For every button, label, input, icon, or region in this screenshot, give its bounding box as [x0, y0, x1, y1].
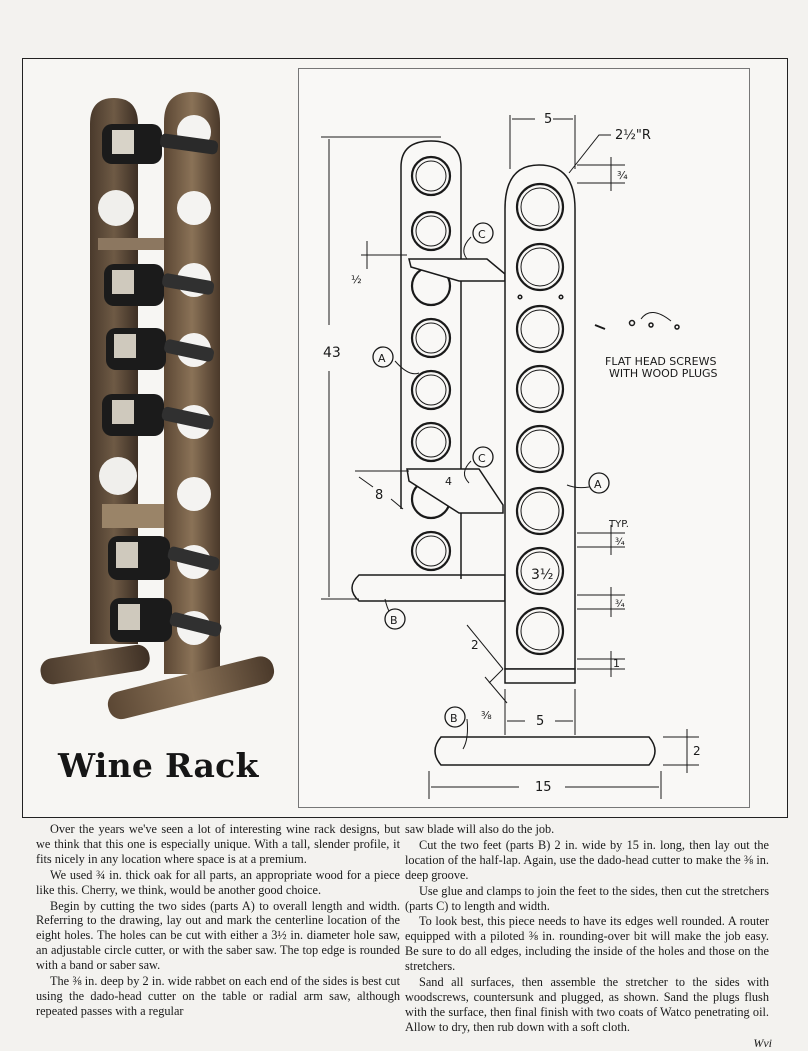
dim-stretcher-depth: 8	[375, 488, 383, 503]
callout-c-top: C	[478, 228, 486, 241]
dim-rabbet-depth: ⅜	[481, 709, 492, 722]
callout-a-front: A	[594, 478, 602, 491]
paragraph: Begin by cutting the two sides (parts A)…	[36, 898, 400, 973]
callout-a-back: A	[378, 352, 386, 365]
paragraph: Sand all surfaces, then assemble the str…	[405, 975, 769, 1034]
wine-rack-photo	[32, 84, 282, 724]
paragraph: We used ¾ in. thick oak for all parts, a…	[36, 867, 400, 897]
callout-b-front: B	[450, 712, 458, 725]
dim-rabbet-width: 2	[471, 638, 479, 652]
technical-drawing: 5 2½"R ¾ 43 ½ 8 4 3½ TYP. ¾ ¾ 1 2 ⅜ 5 15…	[298, 68, 750, 808]
dim-hole-gap-a: ¾	[615, 537, 625, 548]
dim-foot-notch: 5	[536, 714, 544, 729]
signature: Wvi	[753, 1036, 772, 1050]
dim-typ: TYP.	[608, 519, 629, 530]
paragraph: To look best, this piece needs to have i…	[405, 914, 769, 974]
note-line-1: FLAT HEAD SCREWS	[605, 355, 716, 368]
article-right-column: saw blade will also do the job. Cut the …	[405, 822, 769, 1048]
dim-height: 43	[323, 345, 341, 361]
paragraph: saw blade will also do the job.	[405, 822, 555, 836]
dim-bottom-gap: 1	[613, 657, 620, 670]
dim-foot-length: 15	[535, 780, 552, 795]
dim-hole: 3½	[531, 567, 553, 583]
dim-width: 5	[544, 112, 552, 127]
dim-top-space: ¾	[617, 169, 628, 182]
dim-foot-height: 2	[693, 744, 701, 758]
paragraph: Use glue and clamps to join the feet to …	[405, 883, 769, 913]
dim-stretcher-width: 4	[445, 475, 452, 488]
article-title: Wine Rack	[58, 746, 259, 785]
callout-c-bottom: C	[478, 452, 486, 465]
note-line-2: WITH WOOD PLUGS	[609, 367, 718, 380]
dim-hole-gap-b: ¾	[615, 599, 625, 610]
callout-b-back: B	[390, 614, 398, 627]
dim-radius: 2½"R	[615, 128, 651, 143]
article-left-column: Over the years we've seen a lot of inter…	[36, 822, 400, 1048]
paragraph: The ⅜ in. deep by 2 in. wide rabbet on e…	[36, 974, 400, 1018]
dim-stretcher-offset: ½	[351, 273, 362, 286]
paragraph: Over the years we've seen a lot of inter…	[36, 822, 400, 866]
paragraph: Cut the two feet (parts B) 2 in. wide by…	[405, 837, 769, 882]
